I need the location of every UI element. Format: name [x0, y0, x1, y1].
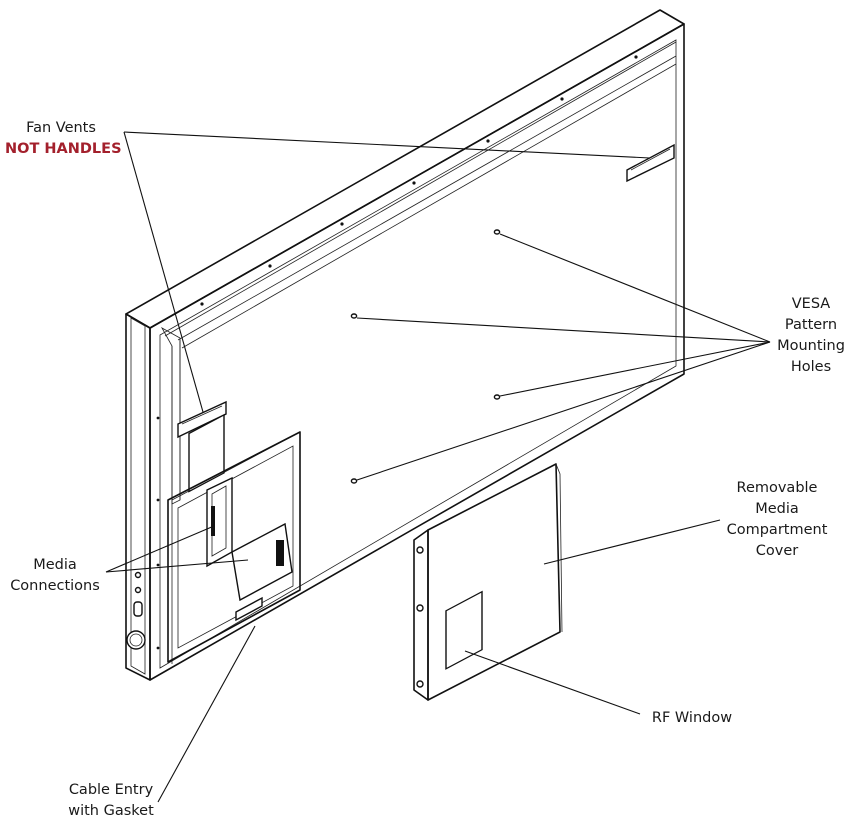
front-face-inner	[130, 317, 146, 675]
leader-vesa-1	[499, 233, 771, 343]
screw-dot	[340, 222, 344, 226]
media-compartment	[167, 431, 301, 663]
fan-vents-text: Fan Vents	[26, 120, 96, 136]
vesa-hole	[493, 394, 501, 400]
vesa-hole	[493, 229, 501, 235]
leader-cable	[157, 625, 256, 803]
leader-media-1	[105, 525, 215, 573]
label-media: Media Connections	[2, 555, 108, 597]
cover-line-2: Media	[755, 501, 799, 517]
screw-dot	[156, 498, 160, 502]
enclosure-body	[125, 9, 685, 681]
screw-dot	[156, 563, 160, 567]
fan-vent-right	[626, 143, 675, 183]
media-line-1: Media	[33, 557, 77, 573]
rf-window	[445, 590, 483, 670]
leader-fan-right	[123, 131, 651, 159]
cover-line-4: Cover	[755, 543, 799, 559]
vesa-line-4: Holes	[790, 359, 832, 375]
leader-vesa-2	[356, 317, 771, 343]
screw-dot	[412, 181, 416, 185]
rf-text: RF Window	[651, 710, 733, 726]
media-line-2: Connections	[10, 578, 100, 594]
cover-line-1: Removable	[736, 480, 818, 496]
vesa-hole	[350, 478, 358, 484]
top-rail-line-2	[177, 55, 677, 341]
leader-fan-left	[123, 131, 204, 413]
vesa-line-3: Mounting	[777, 338, 845, 354]
leader-lines	[105, 131, 771, 803]
top-face	[125, 9, 685, 329]
removable-cover	[413, 463, 563, 701]
top-rail-end	[160, 326, 181, 505]
label-cover: Removable Media Compartment Cover	[716, 478, 838, 562]
back-panel	[149, 23, 685, 681]
vesa-line-2: Pattern	[784, 317, 838, 333]
rail-screws	[156, 55, 638, 650]
leader-media-2	[105, 559, 249, 573]
screw-dot	[156, 646, 160, 650]
cable-line-1: Cable Entry	[68, 782, 154, 798]
label-cable-entry: Cable Entry with Gasket	[55, 780, 167, 822]
label-rf-window: RF Window	[640, 708, 744, 729]
cable-line-2: with Gasket	[68, 803, 154, 819]
label-fan-vents: Fan Vents NOT HANDLES	[5, 118, 122, 160]
back-panel-frame	[159, 39, 677, 669]
access-panel	[188, 413, 225, 493]
cable-entry-bracket	[235, 596, 263, 622]
vesa-line-1: VESA	[791, 296, 831, 312]
top-rail-line-1	[164, 41, 677, 337]
screw-dot	[486, 139, 490, 143]
leader-vesa-3	[499, 341, 771, 397]
screw-dot	[634, 55, 638, 59]
leader-vesa-4	[356, 341, 771, 481]
fan-vents-warning: NOT HANDLES	[5, 141, 122, 157]
screw-dot	[268, 264, 272, 268]
cover-line-3: Compartment	[726, 522, 828, 538]
top-rail-line-3	[181, 63, 677, 349]
screw-dot	[560, 97, 564, 101]
vesa-holes	[350, 229, 501, 484]
vesa-hole	[350, 313, 358, 319]
screw-dot	[200, 302, 204, 306]
leader-cover	[543, 519, 721, 565]
front-controls	[126, 571, 146, 650]
leader-rf	[464, 650, 641, 715]
screw-dot	[156, 416, 160, 420]
media-board	[206, 476, 233, 568]
label-vesa: VESA Pattern Mounting Holes	[770, 294, 852, 378]
front-face	[125, 313, 151, 681]
fan-vent-left	[177, 400, 227, 439]
